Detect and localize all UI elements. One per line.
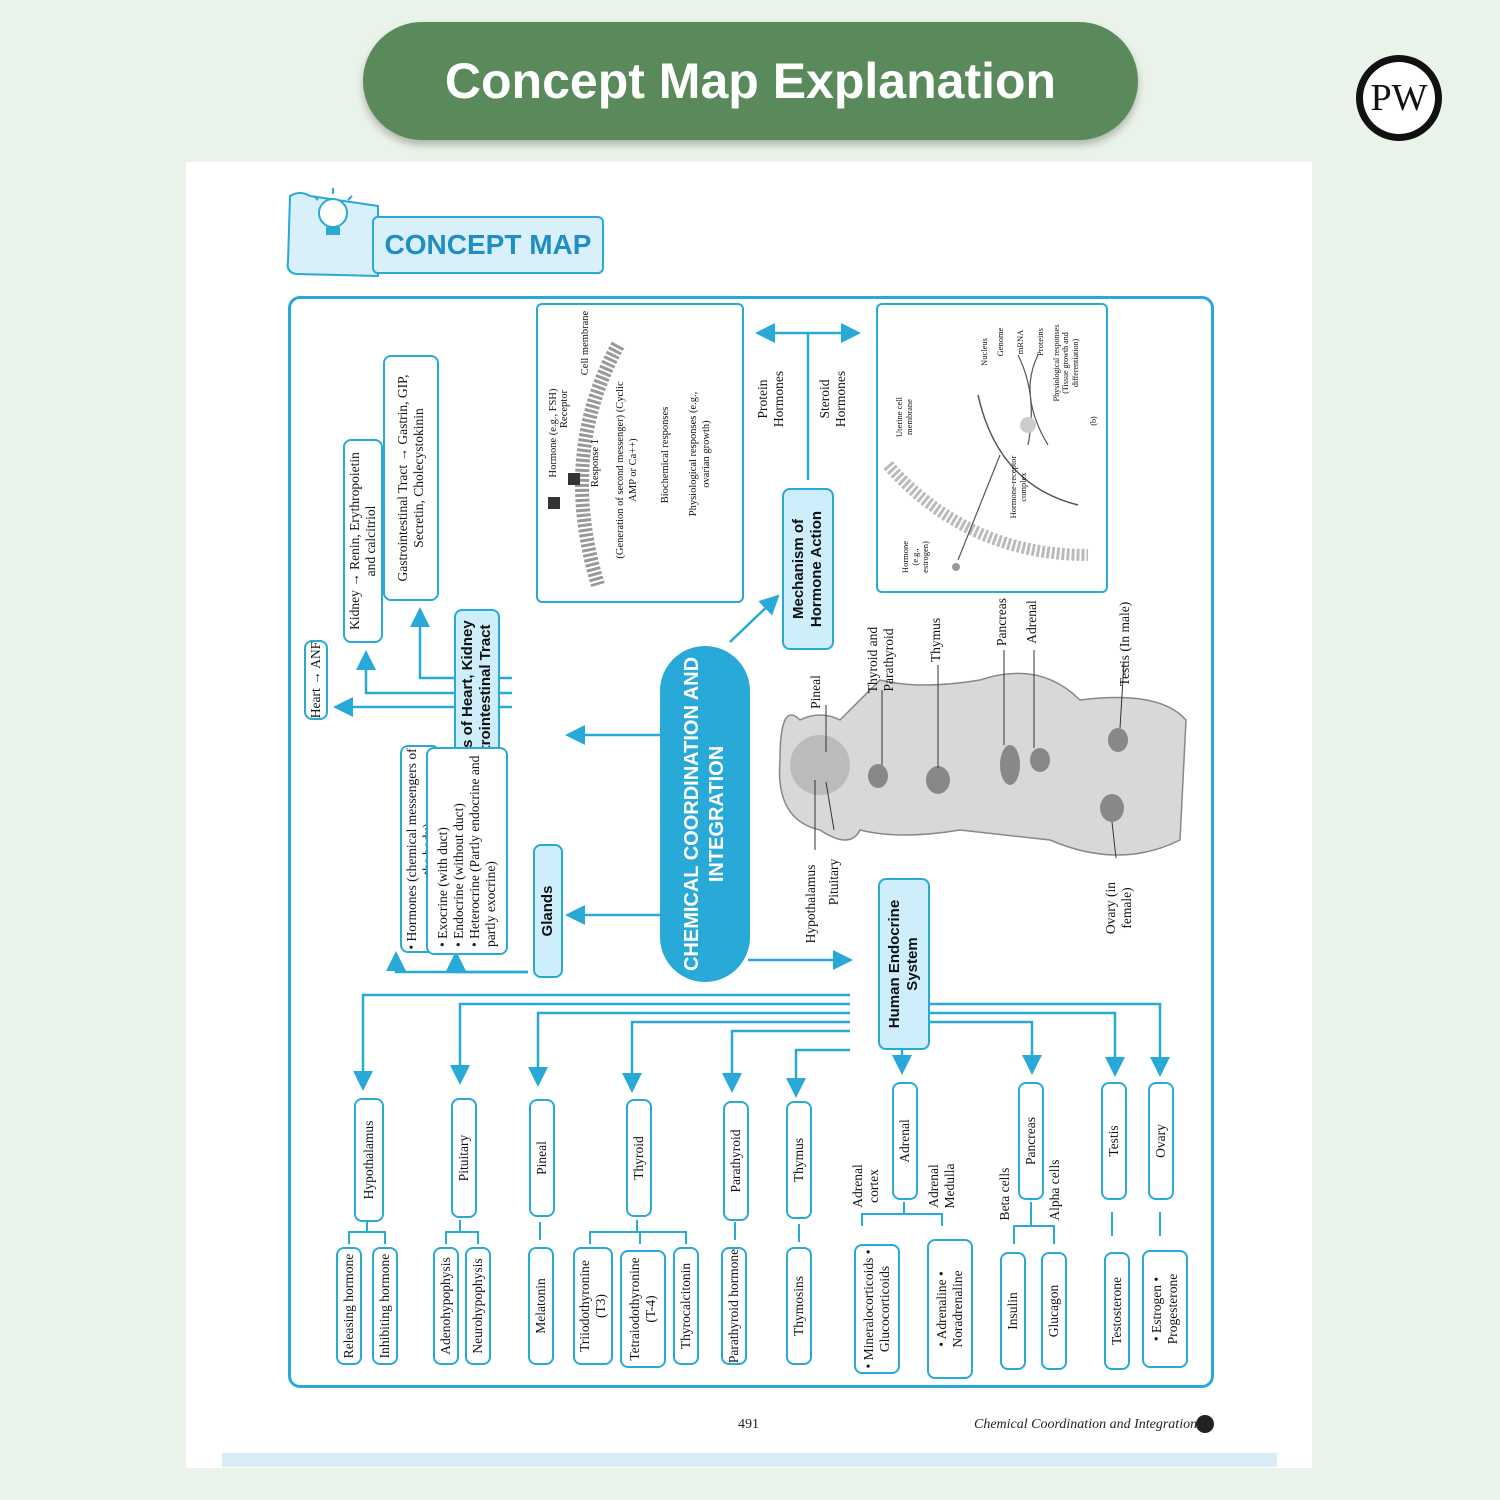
cell-membrane-arc-icon <box>548 341 625 588</box>
gland-thymus: Thymus <box>786 1101 812 1219</box>
sd-uterine: Uterine cell membrane <box>893 397 914 437</box>
gland-adrenal: Adrenal <box>892 1082 918 1200</box>
pd-physiological: Physiological responses (e.g., ovarian g… <box>688 391 712 517</box>
gland-parathyroid: Parathyroid <box>723 1101 749 1221</box>
gland-type-endocrine: • Endocrine (without duct) <box>450 803 466 947</box>
glands-node: Glands <box>533 844 563 978</box>
fig-label-testis: Testis (In male) <box>1116 601 1132 687</box>
pd-receptor: Receptor <box>558 390 570 428</box>
gland-ovary: Ovary <box>1148 1082 1174 1200</box>
product-glucagon: Glucagon <box>1041 1252 1067 1370</box>
footer-chapter-title: Chemical Coordination and Integration <box>974 1417 1198 1432</box>
fig-label-pituitary: Pituitary <box>825 858 841 906</box>
kidney-box: Kidney → Renin, Erythropoietin and calci… <box>343 439 383 643</box>
product-parathyroid-hormone: Parathyroid hormone <box>721 1247 747 1365</box>
product-melatonin: Melatonin <box>528 1247 554 1365</box>
branch-adrenal-medulla: Adrenal Medulla <box>925 1163 957 1209</box>
sd-proteins: Proteins <box>1034 328 1045 356</box>
product-t3: Triiodothyronine (T3) <box>573 1247 613 1365</box>
fig-label-pancreas: Pancreas <box>993 598 1009 646</box>
gland-thyroid: Thyroid <box>626 1099 652 1217</box>
footer-pw-icon <box>1196 1415 1214 1433</box>
sd-physiological: Physiological responses (Tissue growth a… <box>1051 324 1080 402</box>
protein-hormone-diagram: Hormone (e.g., FSH) Receptor Cell membra… <box>536 303 744 603</box>
protein-hormones-label: Protein Hormones <box>754 370 786 428</box>
product-releasing-hormone: Releasing hormone <box>336 1247 362 1365</box>
branch-beta-cells: Beta cells <box>996 1167 1012 1221</box>
steroid-hormones-label: Steroid Hormones <box>816 370 848 428</box>
pd-response: Response 1 <box>589 438 601 488</box>
sd-complex: Hormone-receptor complex <box>1007 455 1028 519</box>
gland-pancreas: Pancreas <box>1018 1082 1044 1200</box>
steroid-hormone-diagram: Hormone (e.g., estrogen) Hormone-recepto… <box>876 303 1108 593</box>
page-bottom-strip <box>222 1453 1277 1467</box>
heart-anf-box: Heart → ANF <box>304 640 328 720</box>
central-node-label: CHEMICAL COORDINATION AND INTEGRATION <box>681 656 728 972</box>
product-testosterone: Testosterone <box>1104 1252 1130 1370</box>
gland-pineal: Pineal <box>529 1099 555 1217</box>
product-insulin: Insulin <box>1000 1252 1026 1370</box>
pw-logo-text: PW <box>1363 62 1435 134</box>
gland-testis: Testis <box>1101 1082 1127 1200</box>
sd-hormone: Hormone (e.g., estrogen) <box>899 540 931 574</box>
concept-map-frame <box>288 296 1214 1388</box>
branch-adrenal-cortex: Adrenal cortex <box>849 1164 881 1208</box>
mechanism-node: Mechanism of Hormone Action <box>782 488 834 650</box>
sd-nucleus: Nucleus <box>978 338 989 366</box>
gland-type-exocrine: • Exocrine (with duct) <box>434 827 450 947</box>
pw-logo: PW <box>1356 55 1442 141</box>
concept-map-title: CONCEPT MAP <box>372 216 604 274</box>
product-adenohypophysis: Adenohypophysis <box>433 1247 459 1365</box>
product-adrenaline: • Adrenaline • Noradrenaline <box>927 1239 973 1379</box>
fig-label-adrenal: Adrenal <box>1023 600 1039 644</box>
sd-mrna: mRNA <box>1014 329 1025 355</box>
gland-type-heterocrine: • Heterocrine (Partly endocrine and part… <box>467 755 499 947</box>
product-inhibiting-hormone: Inhibiting hormone <box>372 1247 398 1365</box>
product-neurohypophysis: Neurohypophysis <box>465 1247 491 1365</box>
page-number: 491 <box>738 1417 759 1432</box>
fig-label-thyroid: Thyroid and Parathyroid <box>864 626 896 694</box>
product-corticoids: • Mineralocorticoids • Glucocorticoids <box>854 1244 900 1374</box>
fig-label-hypothalamus: Hypothalamus <box>802 864 818 944</box>
sd-label-b: (b) <box>1089 416 1099 426</box>
fig-label-thymus: Thymus <box>927 617 943 663</box>
fig-label-pineal: Pineal <box>807 675 823 709</box>
branch-alpha-cells: Alpha cells <box>1046 1159 1062 1221</box>
sd-genome: Genome <box>994 327 1005 357</box>
pd-second-messenger: (Generation of second messenger) (Cyclic… <box>615 381 639 559</box>
human-endocrine-node: Human Endocrine System <box>878 878 930 1050</box>
gland-types-box: • Exocrine (with duct) • Endocrine (with… <box>426 747 508 955</box>
pd-membrane: Cell membrane <box>579 310 591 376</box>
product-thymosins: Thymosins <box>786 1247 812 1365</box>
product-estrogen-progesterone: • Estrogen • Progesterone <box>1142 1250 1188 1368</box>
banner-title: Concept Map Explanation <box>363 22 1138 140</box>
product-t4: Tetraiodothyronine (T-4) <box>620 1250 666 1368</box>
pd-biochemical: Biochemical responses <box>659 406 671 504</box>
gland-hypothalamus: Hypothalamus <box>354 1098 384 1222</box>
gland-pituitary: Pituitary <box>451 1098 477 1218</box>
gi-tract-box: Gastrointestinal Tract → Gastrin, GIP, S… <box>383 355 439 601</box>
steroid-pathway-icon <box>883 354 1089 571</box>
central-node <box>660 646 750 982</box>
product-thyrocalcitonin: Thyrocalcitonin <box>673 1247 699 1365</box>
fig-label-ovary: Ovary (in female) <box>1102 881 1134 935</box>
